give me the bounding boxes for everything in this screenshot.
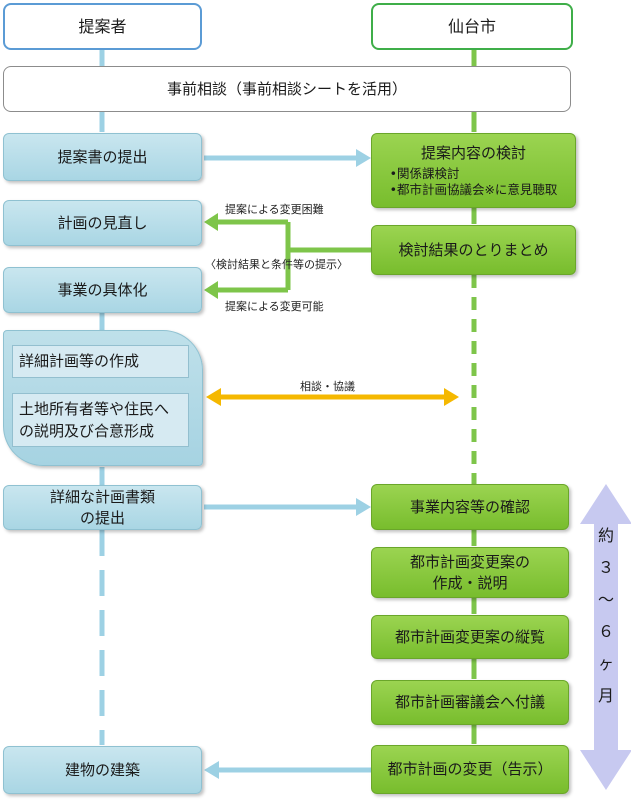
submit-docs-line2: の提出 [79,508,125,527]
change-difficult-note: 提案による変更困難 [225,203,324,216]
draft-line2: 作成・説明 [432,573,508,592]
inspection-box: 都市計画変更案の縦覧 [371,615,569,659]
proposer-header: 提案者 [3,3,202,50]
duration-char-6: 月 [597,686,614,705]
submit-docs-line1: 詳細な計画書類 [49,488,155,507]
revise-plan-box: 計画の見直し [3,200,202,246]
revise-plan-label: 計画の見直し [57,213,148,232]
prior-consultation-box: 事前相談（事前相談シートを活用） [3,66,571,112]
docs-submit-arrow [204,498,371,516]
duration-char-4: ６ [597,622,614,641]
duration-char-3: ～ [597,590,614,609]
inspection-label: 都市計画変更案の縦覧 [394,627,545,646]
confirm-box: 事業内容等の確認 [371,484,569,530]
council-box: 都市計画審議会へ付議 [371,680,569,725]
draft-box: 都市計画変更案の 作成・説明 [371,547,569,598]
review-bullet-1: 関係課検討 [390,166,558,182]
result-presentation-note: 〈検討結果と条件等の提示〉 [205,258,348,271]
duration-label: 約 ３ ～ ６ ヶ 月 [591,520,621,712]
council-label: 都市計画審議会へ付議 [394,693,545,712]
confirm-label: 事業内容等の確認 [409,497,530,516]
city-header-label: 仙台市 [447,16,496,36]
notification-arrow [204,761,372,779]
submit-arrow [204,149,371,167]
consensus-box: 土地所有者等や住民へ の説明及び合意形成 [12,393,189,447]
consultation-arrow [206,388,459,406]
detailed-plan-box: 詳細計画等の作成 [12,345,189,378]
submit-proposal-label: 提案書の提出 [57,147,148,166]
change-label: 都市計画の変更（告示） [387,760,553,779]
detailed-plan-label: 詳細計画等の作成 [19,352,140,371]
construction-label: 建物の建築 [64,760,140,779]
result-branch-arrows [204,213,371,299]
submit-proposal-box: 提案書の提出 [3,133,202,181]
consultation-note: 相談・協議 [300,380,355,393]
consensus-label-line1: 土地所有者等や住民へ [19,399,170,418]
concretize-box: 事業の具体化 [3,267,202,313]
consensus-label-line2: の説明及び合意形成 [19,422,155,440]
draft-line1: 都市計画変更案の [409,553,530,572]
change-box: 都市計画の変更（告示） [371,745,569,794]
duration-char-2: ３ [597,558,614,577]
consensus-panel: 詳細計画等の作成 土地所有者等や住民へ の説明及び合意形成 [3,330,203,466]
proposer-header-label: 提案者 [78,16,127,36]
city-header: 仙台市 [371,3,573,50]
review-bullet-2: 都市計画協議会※に意見聴取 [390,182,557,198]
duration-char-5: ヶ [597,654,614,673]
duration-char-1: 約 [597,526,614,545]
duration-arrow [580,484,631,790]
construction-box: 建物の建築 [3,746,202,794]
review-title: 提案内容の検討 [420,143,526,162]
concretize-label: 事業の具体化 [57,280,148,299]
submit-docs-box: 詳細な計画書類 の提出 [3,485,202,530]
prior-consultation-label: 事前相談（事前相談シートを活用） [166,79,407,98]
review-box: 提案内容の検討 関係課検討 都市計画協議会※に意見聴取 [371,133,576,208]
summary-label: 検討結果のとりまとめ [398,240,549,259]
review-bullets: 関係課検討 都市計画協議会※に意見聴取 [390,166,558,199]
summary-box: 検討結果のとりまとめ [371,225,576,275]
change-possible-note: 提案による変更可能 [225,300,324,313]
